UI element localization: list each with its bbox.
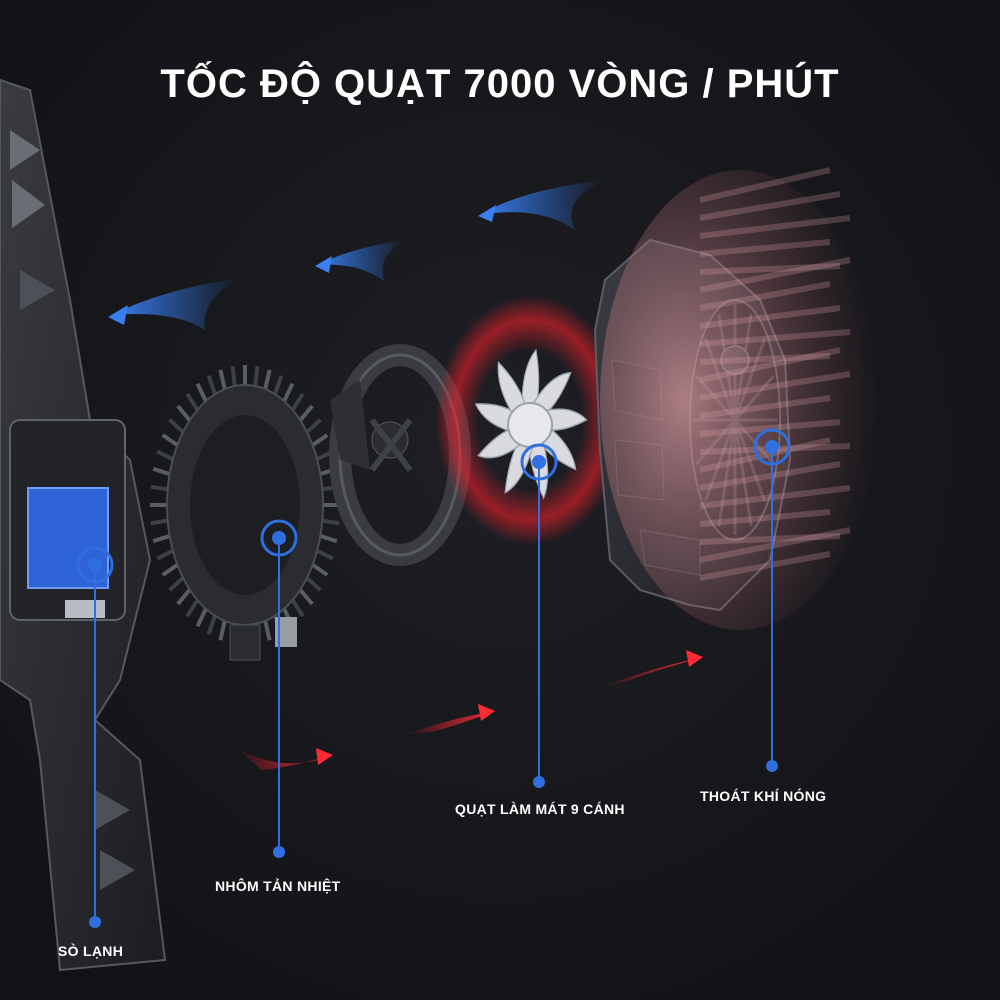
callout-ring: [520, 443, 558, 481]
exhaust-streak: [699, 551, 831, 581]
exhaust-streak: [699, 395, 831, 419]
exhaust-streak: [699, 485, 851, 509]
exhaust-streak: [699, 461, 841, 491]
exhaust-streak: [699, 533, 841, 545]
cooling-fan: [435, 295, 625, 545]
exhaust-streak: [699, 353, 831, 365]
callout-quat-lam-mat: [520, 443, 558, 788]
exhaust-streak: [699, 347, 841, 383]
exhaust-streak: [699, 419, 841, 437]
exhaust-streak: [699, 257, 851, 293]
exhaust-streak: [699, 371, 851, 401]
callout-ring: [260, 519, 298, 557]
aluminium-heatsink: [150, 365, 340, 661]
cool-airflow-arrow: [478, 180, 605, 230]
hot-airflow-arrows: [232, 650, 703, 770]
callout-nhom-tan-nhiet: [260, 519, 298, 858]
exhaust-streak: [699, 263, 841, 275]
label-thoat-khi-nong: THOÁT KHÍ NÓNG: [700, 788, 827, 804]
callout-ring: [753, 428, 791, 466]
exhaust-streak: [699, 239, 831, 257]
exhaust-streak: [699, 329, 851, 347]
label-so-lanh: SÒ LẠNH: [58, 943, 124, 959]
hot-airflow-arrow: [405, 704, 495, 735]
exhaust-streak: [699, 509, 831, 527]
hot-exhaust-haze: [600, 167, 880, 630]
callout-thoat-khi-nong: [753, 428, 791, 772]
exhaust-streak: [699, 437, 831, 473]
label-nhom-tan-nhiet: NHÔM TẢN NHIỆT: [215, 878, 341, 894]
cool-airflow-arrows: [108, 180, 605, 330]
callout-ring: [76, 546, 114, 584]
exhaust-streak: [699, 305, 841, 329]
hot-airflow-arrow: [232, 745, 333, 770]
callout-so-lanh: [76, 546, 114, 928]
exhaust-streak: [699, 215, 851, 239]
cool-airflow-arrow: [315, 240, 405, 282]
cool-airflow-arrow: [108, 278, 240, 330]
page-title: TỐC ĐỘ QUẠT 7000 VÒNG / PHÚT: [160, 62, 840, 106]
hot-airflow-arrow: [600, 650, 703, 688]
exhaust-streak: [699, 167, 831, 203]
exhaust-streak: [699, 527, 851, 563]
exhaust-streak: [699, 191, 841, 221]
exhaust-streak: [699, 281, 831, 311]
label-quat-lam-mat: QUẠT LÀM MÁT 9 CÁNH: [455, 801, 625, 817]
